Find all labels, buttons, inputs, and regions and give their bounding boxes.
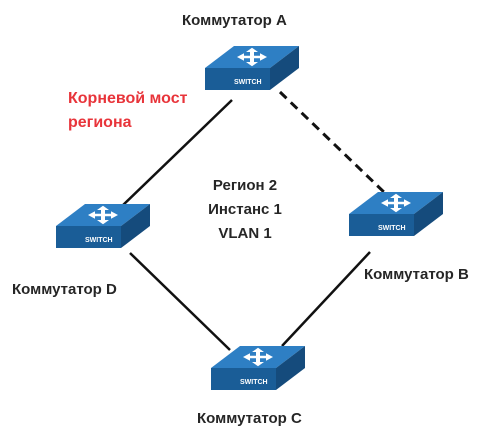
svg-text:SWITCH: SWITCH (234, 79, 262, 86)
region-info: Регион 2 Инстанс 1 VLAN 1 (195, 174, 295, 246)
root-bridge-label-line2: региона (68, 114, 132, 131)
switch-c-icon: SWITCH (211, 346, 305, 390)
region-label: Регион 2 (212, 177, 278, 194)
link-c-b (281, 251, 371, 347)
svg-text:SWITCH: SWITCH (85, 237, 113, 244)
switch-d-icon: SWITCH (56, 204, 150, 248)
link-a-b-blocked (278, 90, 390, 198)
root-bridge-label-line1: Корневой мост (68, 90, 188, 107)
switch-d-label: Коммутатор D (12, 281, 117, 298)
switch-b-label: Коммутатор B (364, 266, 469, 283)
vlan-label: VLAN 1 (218, 225, 272, 242)
switch-b-icon: SWITCH (349, 192, 443, 236)
switch-a-label: Коммутатор A (182, 12, 287, 29)
svg-text:SWITCH: SWITCH (240, 379, 268, 386)
instance-label: Инстанс 1 (208, 201, 282, 218)
switch-c-label: Коммутатор C (197, 410, 302, 427)
link-a-d (119, 99, 233, 209)
links-layer (119, 90, 390, 351)
link-d-c (129, 252, 231, 351)
svg-text:SWITCH: SWITCH (378, 225, 406, 232)
switch-a-icon: SWITCH (205, 46, 299, 90)
